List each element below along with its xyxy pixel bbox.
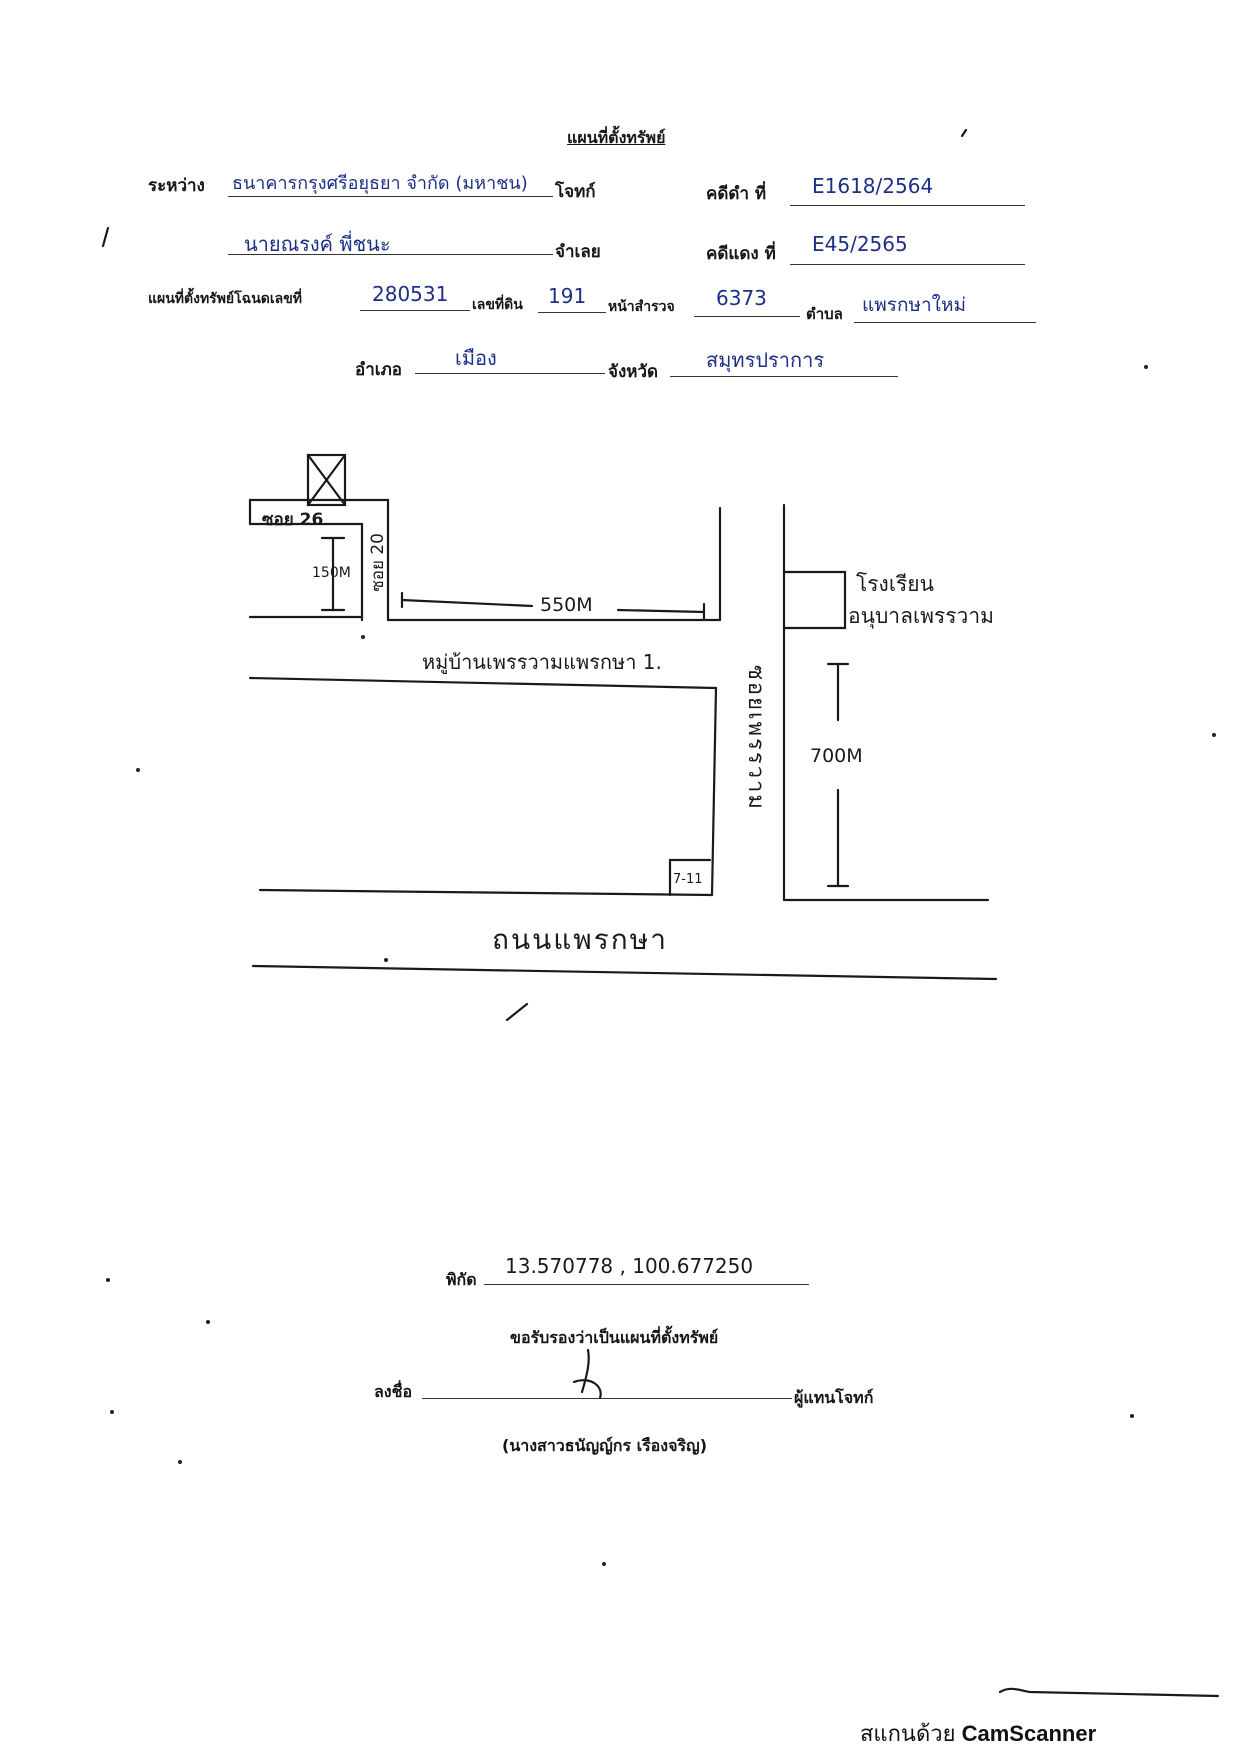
black-case-value: E1618/2564 [812,174,934,198]
dot [1144,365,1148,369]
scanner-app: CamScanner [961,1721,1097,1746]
subdistrict-underline [854,322,1036,323]
margin-mark [101,226,110,248]
defendant-underline [228,254,553,255]
school-building [782,570,847,630]
village-label: หมู่บ้านเพรรวามแพรกษา 1. [422,650,662,674]
document-title: แผนที่ตั้งทรัพย์ [567,128,666,147]
dot [106,1278,110,1282]
dist-150-label: 150M [312,565,351,581]
sign-underline [422,1398,792,1399]
coord-underline [484,1284,809,1285]
plaintiff-value: ธนาคารกรุงศรีอยุธยา จำกัด (มหาชน) [232,173,528,194]
province-underline [670,376,898,377]
dot [178,1460,182,1464]
dot [384,958,388,962]
dot [206,1320,210,1324]
coord-label: พิกัด [446,1270,477,1289]
district-label: อำเภอ [355,360,402,380]
province-label: จังหวัด [608,362,659,382]
dot [361,635,365,639]
school-name-label: อนุบาลเพรรวาม [848,604,994,628]
signer-name: (นางสาวธนัญญ์กร เรืองจริญ) [502,1436,707,1455]
defendant-label: จำเลย [555,242,601,262]
prek-road-south [251,964,998,981]
survey-value: 6373 [716,286,767,310]
dot [602,1562,606,1566]
deed-value: 280531 [372,282,449,306]
red-case-label: คดีแดง ที่ [706,244,776,264]
dot [1212,733,1216,737]
plaintiff-underline [228,196,553,197]
black-case-label: คดีดำ ที่ [706,184,767,204]
property-marker-cross-2 [306,453,347,507]
dist-700-label: 700M [810,745,863,767]
soi26-label: ซอย 26 [262,510,324,530]
sign-role: ผู้แทนโจทก์ [794,1388,874,1407]
soi-phrawam-label: ซอยเพรรวาม [743,665,768,811]
between-label: ระหว่าง [148,176,205,196]
defendant-value: นายณรงค์ พี่ชนะ [244,232,391,256]
dot [136,768,140,772]
coord-value: 13.570778 , 100.677250 [505,1254,754,1278]
district-value: เมือง [455,346,497,370]
subdistrict-label: ตำบล [806,305,843,323]
signature [572,1348,602,1400]
red-case-underline [790,264,1025,265]
property-marker [306,453,347,507]
road-label: ถนนแพรกษา [492,923,668,956]
deed-label: แผนที่ตั้งทรัพย์โฉนดเลขที่ [148,291,303,307]
dist-550-line-right [616,608,706,614]
red-case-value: E45/2565 [812,232,908,256]
dot [110,1410,114,1414]
district-underline [415,373,605,374]
village-road-bottom [248,676,718,690]
seven-eleven-box [668,858,712,897]
subdistrict-value: แพรกษาใหม่ [862,294,966,316]
soi20-label: ซอย 20 [368,533,388,592]
plaintiff-label: โจทก์ [555,182,596,202]
soi-phrawam-left-bottom [710,686,718,897]
scanner-watermark: สแกนด้วย CamScanner [860,1716,1096,1751]
land-no-underline [538,312,606,313]
stray-mark [505,1002,529,1022]
black-case-underline [790,205,1025,206]
school-label: โรงเรียน [856,572,934,596]
dist-550-line-left [400,598,534,608]
certify-text: ขอรับรองว่าเป็นแผนที่ตั้งทรัพย์ [510,1328,719,1347]
sign-label: ลงชื่อ [374,1382,413,1401]
survey-label: หน้าสำรวจ [608,299,675,315]
dist-550-label: 550M [540,594,593,616]
corner-scribble [998,1687,1220,1698]
soi26-road-edge [248,498,390,622]
seven-eleven-label: 7-11 [673,872,703,887]
dot [1130,1414,1134,1418]
land-no-label: เลขที่ดิน [472,297,523,313]
scanner-prefix: สแกนด้วย [860,1721,956,1746]
prek-road-north [258,888,714,897]
tick-mark [960,128,968,138]
deed-underline [360,310,470,311]
land-no-value: 191 [548,284,587,308]
province-value: สมุทรปราการ [706,348,825,372]
survey-underline [694,316,800,317]
